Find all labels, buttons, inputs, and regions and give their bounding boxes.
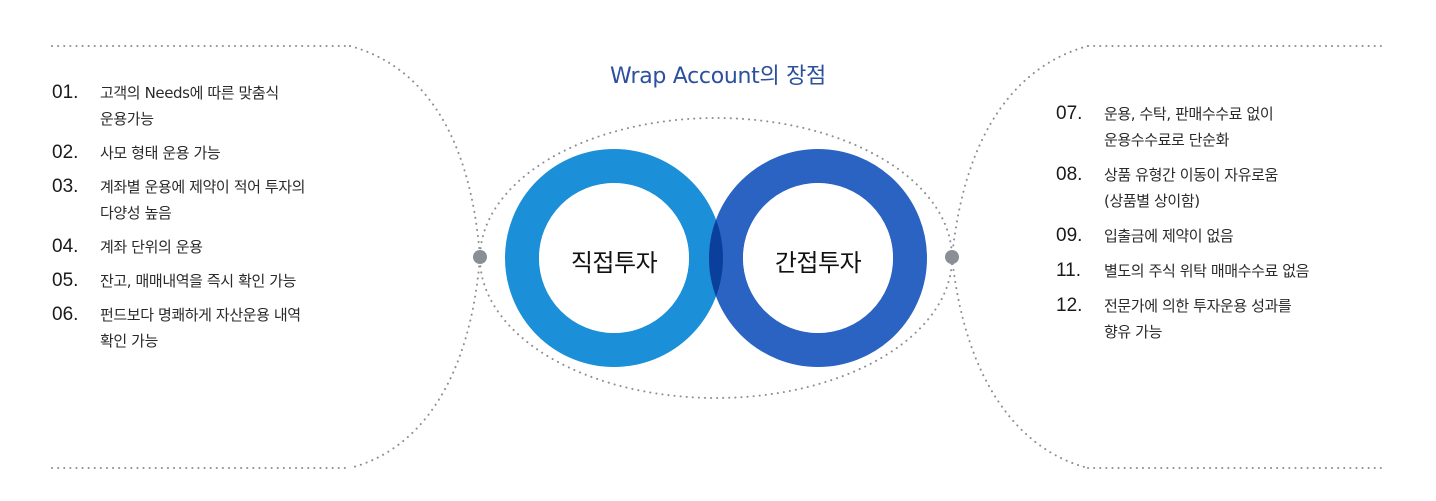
item-text: 별도의 주식 위탁 매매수수료 없음 — [1104, 262, 1310, 280]
item-number: 05. — [52, 270, 79, 291]
item-text: 입출금에 제약이 없음 — [1104, 227, 1234, 245]
item-number: 09. — [1056, 225, 1083, 246]
list-item: 08. 상품 유형간 이동이 자유로움 (상품별 상이함) — [1056, 162, 1386, 214]
list-item: 07. 운용, 수탁, 판매수수료 없이 운용수수료로 단순화 — [1056, 101, 1386, 153]
item-number: 11. — [1056, 260, 1082, 281]
right-ring-inner — [743, 183, 893, 333]
indirect-investment-label: 간접투자 — [774, 249, 862, 277]
item-text: 운용, 수탁, 판매수수료 없이 운용수수료로 단순화 — [1104, 105, 1274, 149]
right-connector-node — [945, 250, 959, 264]
item-number: 12. — [1056, 295, 1083, 316]
item-text: 계좌별 운용에 제약이 적어 투자의 다양성 높음 — [100, 178, 306, 222]
list-item: 05. 잔고, 매매내역을 즉시 확인 가능 — [52, 268, 392, 294]
right-advantages-list: 07. 운용, 수탁, 판매수수료 없이 운용수수료로 단순화 08. 상품 유형간 … — [1056, 101, 1386, 354]
list-item: 04. 계좌 단위의 운용 — [52, 234, 392, 260]
list-item: 03. 계좌별 운용에 제약이 적어 투자의 다양성 높음 — [52, 174, 392, 226]
list-item: 12. 전문가에 의한 투자운용 성과를 향유 가능 — [1056, 293, 1386, 345]
item-number: 06. — [52, 304, 79, 325]
diagram-title: Wrap Account의 장점 — [610, 64, 826, 89]
list-item: 09. 입출금에 제약이 없음 — [1056, 223, 1386, 249]
item-number: 04. — [52, 236, 79, 257]
item-text: 잔고, 매매내역을 즉시 확인 가능 — [100, 272, 297, 290]
item-text: 전문가에 의한 투자운용 성과를 향유 가능 — [1104, 297, 1292, 341]
left-ring-inner — [539, 183, 689, 333]
item-text: 사모 형태 운용 가능 — [100, 144, 221, 162]
left-dotted-arc — [349, 45, 482, 469]
item-text: 계좌 단위의 운용 — [100, 238, 203, 256]
left-connector-node — [473, 250, 487, 264]
item-number: 01. — [52, 82, 79, 103]
indirect-investment-ring — [709, 149, 927, 367]
item-number: 07. — [1056, 103, 1083, 124]
item-text: 고객의 Needs에 따른 맞춤식 운용가능 — [100, 84, 279, 128]
list-item: 01. 고객의 Needs에 따른 맞춤식 운용가능 — [52, 80, 392, 132]
item-number: 08. — [1056, 164, 1083, 185]
item-number: 03. — [52, 176, 79, 197]
item-text: 상품 유형간 이동이 자유로움 (상품별 상이함) — [1104, 166, 1278, 210]
direct-investment-label: 직접투자 — [570, 249, 658, 277]
list-item: 02. 사모 형태 운용 가능 — [52, 140, 392, 166]
direct-investment-ring — [505, 149, 723, 367]
item-text: 펀드보다 명쾌하게 자산운용 내역 확인 가능 — [100, 306, 301, 350]
list-item: 11. 별도의 주식 위탁 매매수수료 없음 — [1056, 258, 1386, 284]
item-number: 02. — [52, 142, 79, 163]
list-item: 06. 펀드보다 명쾌하게 자산운용 내역 확인 가능 — [52, 302, 392, 354]
